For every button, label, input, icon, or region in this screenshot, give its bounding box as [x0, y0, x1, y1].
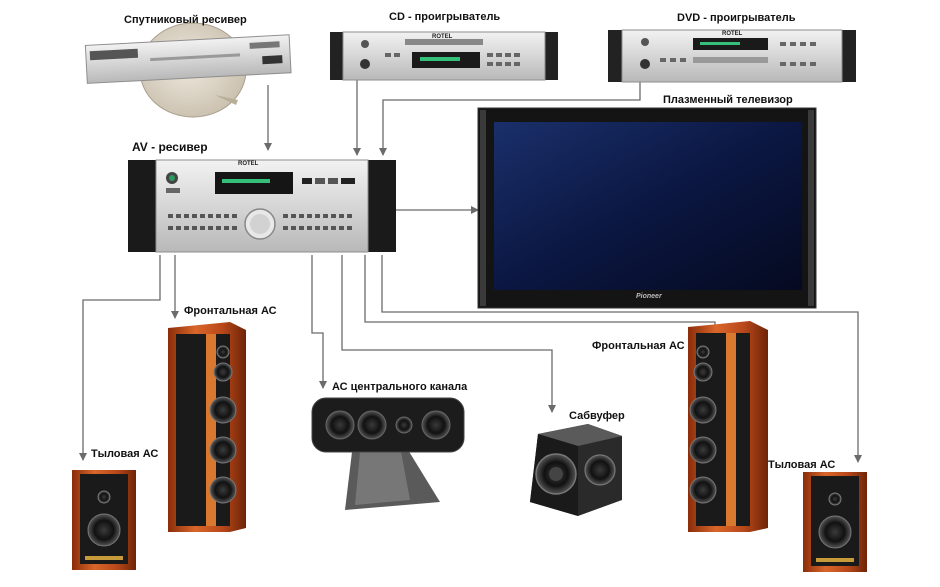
satellite-receiver	[84, 22, 292, 118]
label-dvd-player: DVD - проигрыватель	[677, 12, 796, 24]
label-front-right-speaker: Фронтальная АС	[592, 340, 685, 352]
av-receiver	[128, 159, 396, 253]
label-rear-left-speaker: Тыловая АС	[91, 448, 159, 460]
rotel-brand-dvd: ROTEL	[722, 31, 743, 37]
rear-right-speaker	[803, 472, 867, 572]
front-left-speaker	[168, 322, 246, 532]
plasma-tv	[477, 107, 817, 309]
line-av-to-sub	[341, 255, 556, 413]
label-center-speaker: АС центрального канала	[332, 381, 468, 393]
rotel-brand-cd: ROTEL	[432, 34, 453, 40]
label-satellite-receiver: Спутниковый ресивер	[124, 14, 247, 26]
label-rear-right-speaker: Тыловая АС	[768, 459, 836, 471]
label-front-left-speaker: Фронтальная АС	[184, 305, 277, 317]
label-subwoofer: Сабвуфер	[569, 410, 625, 422]
rear-left-speaker	[72, 470, 136, 570]
line-av-to-center	[311, 255, 327, 389]
plasma-screen	[494, 122, 802, 290]
line-av-to-rear-right	[381, 255, 862, 463]
cd-player	[330, 31, 558, 81]
label-plasma-tv: Плазменный телевизор	[663, 94, 793, 106]
pioneer-brand-tv: Pioneer	[636, 293, 662, 300]
dvd-player	[608, 29, 856, 83]
label-av-receiver: AV - ресивер	[132, 140, 208, 154]
line-dvd-to-av	[379, 82, 641, 156]
label-cd-player: CD - проигрыватель	[389, 11, 501, 23]
subwoofer	[530, 424, 622, 516]
front-right-speaker	[688, 321, 768, 532]
rotel-brand-av: ROTEL	[238, 161, 259, 167]
center-speaker	[311, 397, 465, 510]
line-av-to-rear-left	[79, 255, 161, 461]
